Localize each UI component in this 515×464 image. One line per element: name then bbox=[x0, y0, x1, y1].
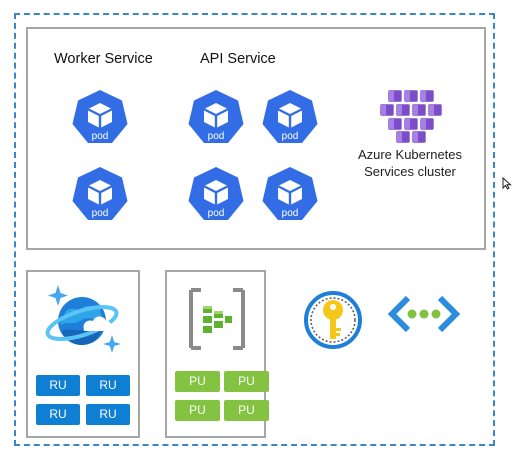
api-pod-1: pod bbox=[186, 88, 246, 148]
pod-label: pod bbox=[282, 208, 299, 219]
kubernetes-pod-icon: pod bbox=[188, 167, 244, 220]
api-service-label: API Service bbox=[200, 51, 276, 67]
pu-unit-4: PU bbox=[224, 400, 269, 421]
ru-unit-1: RU bbox=[36, 375, 80, 396]
key-vault-icon bbox=[304, 291, 362, 349]
worker-service-label: Worker Service bbox=[54, 51, 153, 67]
pod-label: pod bbox=[92, 131, 109, 142]
pu-unit-2: PU bbox=[224, 371, 269, 392]
api-pod-3: pod bbox=[186, 165, 246, 225]
api-pod-2: pod bbox=[260, 88, 320, 148]
worker-pod-1: pod bbox=[70, 88, 130, 148]
pod-label: pod bbox=[208, 131, 225, 142]
pu-unit-1: PU bbox=[175, 371, 220, 392]
deployment-boundary bbox=[14, 13, 495, 446]
kubernetes-pod-icon: pod bbox=[72, 90, 128, 143]
pu-unit-3: PU bbox=[175, 400, 220, 421]
pod-label: pod bbox=[208, 208, 225, 219]
kubernetes-pod-icon: pod bbox=[72, 167, 128, 220]
aks-label-line2: Services cluster bbox=[364, 164, 456, 179]
cursor-icon bbox=[502, 177, 512, 190]
ru-unit-4: RU bbox=[86, 404, 130, 425]
ru-unit-2: RU bbox=[86, 375, 130, 396]
aks-label-line1: Azure Kubernetes bbox=[357, 147, 463, 162]
kubernetes-pod-icon: pod bbox=[262, 167, 318, 220]
event-hub-icon bbox=[189, 288, 245, 350]
aks-cluster-label: Azure Kubernetes Services cluster bbox=[348, 146, 472, 180]
aks-cluster-icon bbox=[380, 89, 442, 144]
pod-label: pod bbox=[282, 131, 299, 142]
pod-label: pod bbox=[92, 208, 109, 219]
virtual-network-icon bbox=[388, 295, 460, 333]
ru-unit-3: RU bbox=[36, 404, 80, 425]
kubernetes-pod-icon: pod bbox=[262, 90, 318, 143]
worker-pod-2: pod bbox=[70, 165, 130, 225]
kubernetes-pod-icon: pod bbox=[188, 90, 244, 143]
api-pod-4: pod bbox=[260, 165, 320, 225]
cosmos-db-icon bbox=[45, 285, 121, 353]
